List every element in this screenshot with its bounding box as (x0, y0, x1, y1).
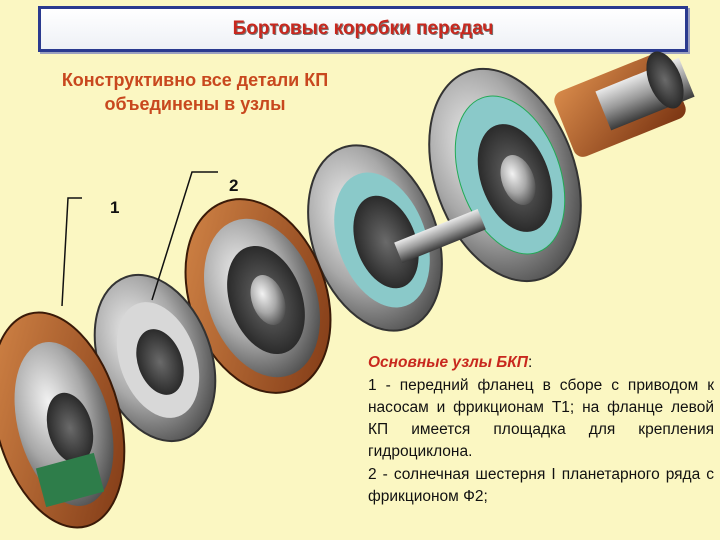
slide-subtitle: Конструктивно все детали КП объединены в… (61, 70, 329, 114)
clutch-ring (93, 273, 217, 443)
output-shaft (554, 51, 695, 157)
gearbox-exploded-illustration (0, 51, 695, 529)
title-bar: Бортовые коробки передач (38, 6, 688, 52)
sun-gear-clutch-unit (184, 198, 332, 394)
callout-2: 2 (229, 176, 239, 195)
front-flange (0, 311, 126, 529)
rear-housing (428, 67, 582, 283)
description-heading-line: Основные узлы БКП: (368, 352, 714, 374)
callout-1-leader (61, 197, 82, 307)
slide-title: Бортовые коробки передач (232, 18, 494, 39)
description-heading-suffix: : (527, 354, 533, 371)
description-item-1: 1 - передний фланец в сборе с приводом к… (368, 377, 714, 460)
description-heading: Основные узлы БКП (368, 354, 528, 371)
callout-2-leader (151, 171, 218, 301)
description-block: Основные узлы БКП: 1 - передний фланец в… (368, 352, 714, 509)
planetary-unit-3 (307, 144, 486, 332)
callout-1: 1 (110, 198, 120, 217)
description-item-2: 2 - солнечная шестерня I планетарного ря… (368, 466, 714, 505)
